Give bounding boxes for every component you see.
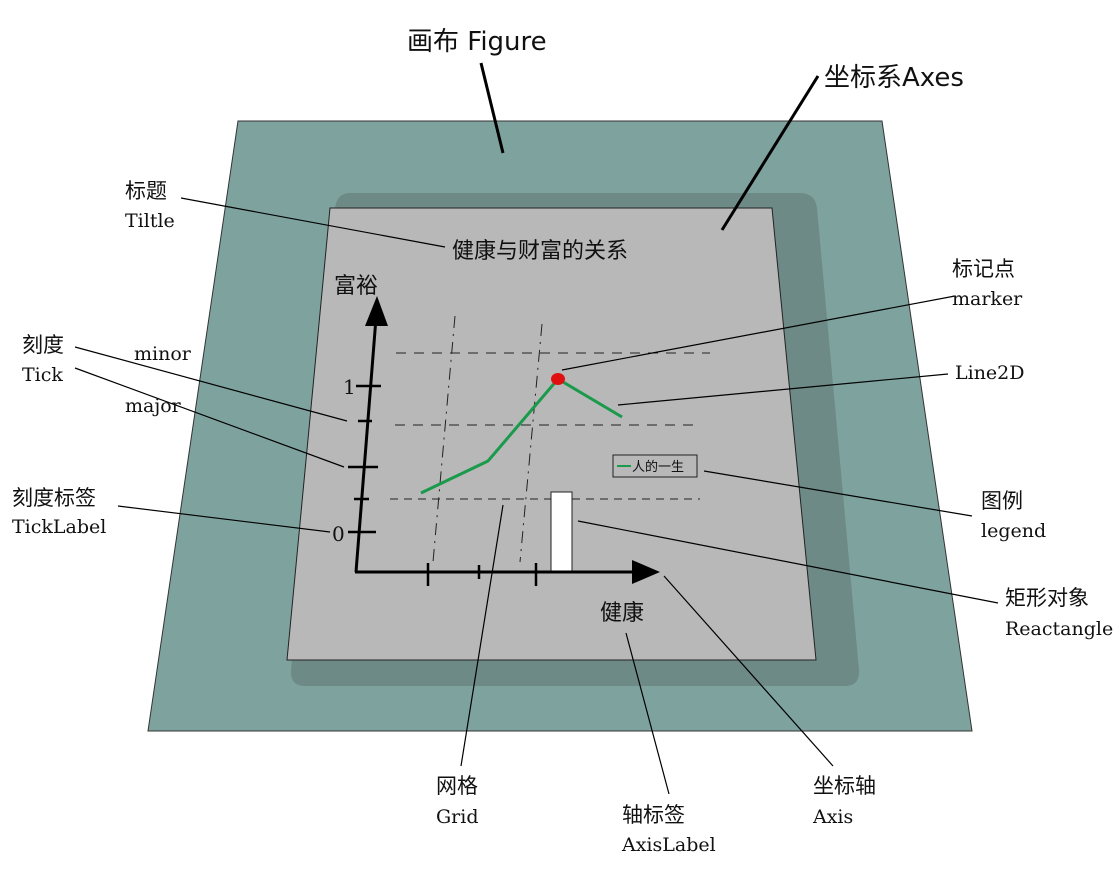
line2d-annotation: Line2D (955, 362, 1025, 384)
ticklabel-leader (117, 505, 331, 533)
y-tick-label-1: 1 (343, 375, 356, 399)
axes-plane (286, 207, 817, 661)
ticklabel-annotation-en: TickLabel (12, 516, 106, 538)
x-axis (355, 560, 660, 586)
axis-annotation-cn: 坐标轴 (813, 774, 876, 798)
axes-label: 坐标系Axes (824, 63, 964, 93)
y-axis-label: 富裕 (334, 274, 378, 299)
title-leader (180, 197, 446, 248)
rectangle-annotation-cn: 矩形对象 (1005, 586, 1089, 610)
tick-annotation-cn: 刻度 (22, 333, 64, 357)
x-axis-arrow (632, 560, 660, 584)
axislabel-leader (625, 632, 670, 795)
rectangle-patch (550, 491, 573, 573)
axislabel-annotation-cn: 轴标签 (622, 803, 685, 827)
marker-annotation-cn: 标记点 (952, 257, 1015, 281)
line2d (420, 377, 623, 495)
axis-annotation-en: Axis (812, 806, 853, 828)
legend-leader (703, 470, 973, 517)
marker-annotation-en: marker (952, 288, 1023, 310)
grid-line-vertical (432, 315, 456, 563)
title-annotation-cn: 标题 (125, 179, 167, 203)
tick-major-annotation: major (125, 395, 182, 417)
axes-leader (720, 75, 820, 231)
plot-title: 健康与财富的关系 (452, 239, 628, 264)
axislabel-annotation-en: AxisLabel (621, 834, 716, 856)
y-axis (348, 296, 388, 573)
legend-box (612, 454, 698, 478)
grid-leader (460, 504, 504, 767)
title-annotation-en: Tiltle (125, 210, 175, 232)
marker-leader (561, 295, 956, 371)
tick-minor-leader (74, 346, 348, 422)
line2d-leader (617, 373, 949, 406)
legend: 人的一生 (612, 454, 698, 478)
grid (390, 315, 710, 563)
ticklabel-annotation-cn: 刻度标签 (12, 486, 96, 510)
leader-lines (74, 62, 999, 795)
rectangle-leader (577, 520, 999, 604)
legend-annotation-en: legend (981, 520, 1046, 542)
y-tick-label-0: 0 (332, 522, 345, 546)
x-axis-label: 健康 (600, 601, 644, 626)
legend-entry: 人的一生 (632, 459, 684, 475)
figure-leader (479, 62, 505, 154)
grid-annotation-en: Grid (436, 806, 479, 828)
marker-point (551, 373, 565, 385)
y-axis-arrow (365, 296, 388, 326)
grid-annotation-cn: 网格 (436, 774, 478, 798)
tick-annotation-en: Tick (22, 364, 63, 386)
figure-label: 画布 Figure (407, 27, 547, 57)
tick-major-leader (74, 367, 345, 468)
legend-annotation-cn: 图例 (981, 489, 1023, 513)
tick-minor-annotation: minor (134, 343, 192, 365)
rectangle-annotation-en: Reactangle (1005, 618, 1113, 640)
axis-leader (663, 575, 834, 767)
